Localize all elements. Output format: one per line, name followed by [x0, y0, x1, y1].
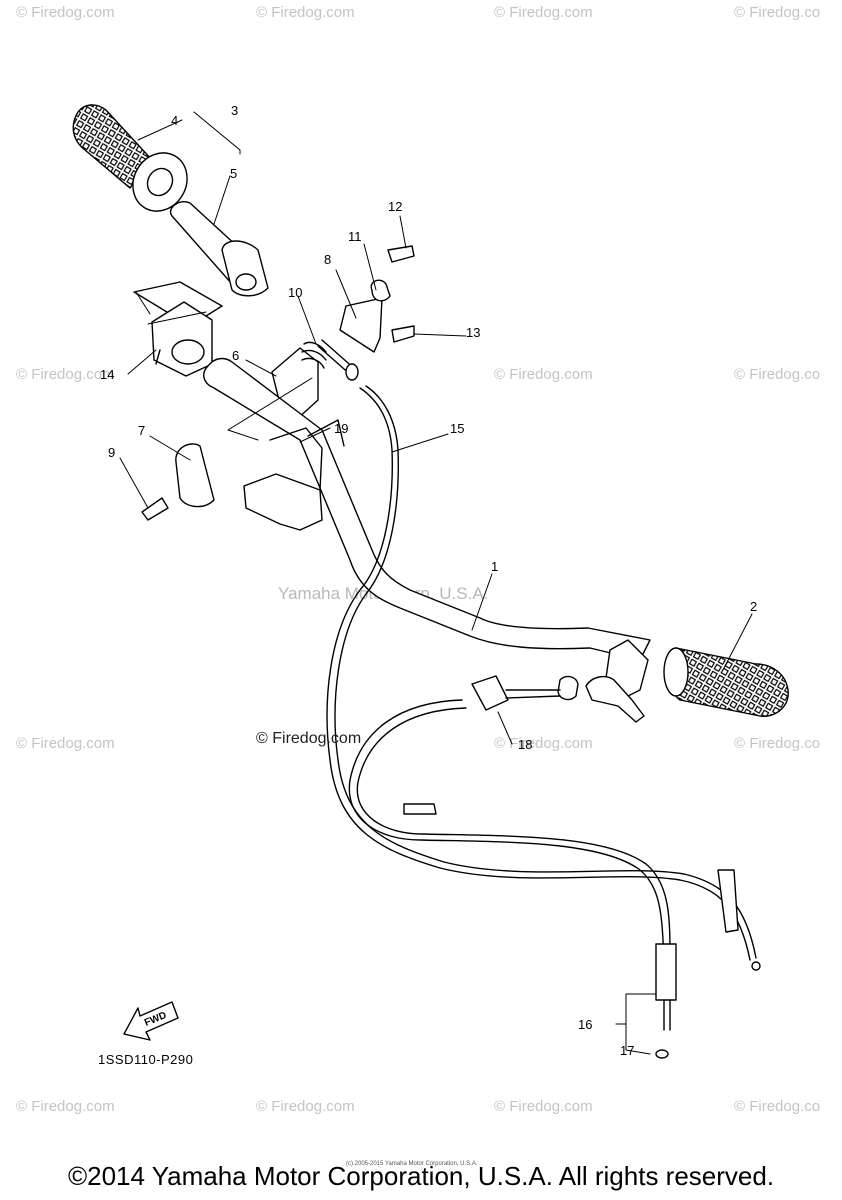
watermark: © Firedog.com — [494, 366, 593, 383]
watermark: © Firedog.co — [734, 366, 821, 383]
callout-13: 13 — [466, 325, 481, 340]
callout-8: 8 — [324, 252, 332, 267]
callout-18: 18 — [518, 737, 533, 752]
clutch-cable-outer — [356, 707, 671, 1031]
callout-3: 3 — [231, 103, 239, 118]
cable-bracket — [339, 245, 415, 353]
callout-4: 4 — [171, 113, 179, 128]
callout-10: 10 — [288, 285, 303, 300]
throttle-tube — [169, 201, 269, 297]
clutch-cable — [348, 699, 665, 1031]
watermark: © Firedog.com — [256, 4, 355, 21]
tiny-copyright: (c) 2005-2015 Yamaha Motor Corporation, … — [346, 1161, 478, 1167]
handlebar-clamp — [141, 443, 215, 521]
callout-2: 2 — [750, 599, 758, 614]
watermark: © Firedog.co — [734, 1098, 821, 1115]
callout-19: 19 — [334, 421, 349, 436]
callout-6: 6 — [232, 348, 240, 363]
lever-holder — [243, 427, 323, 531]
watermark: © Firedog.com — [494, 4, 593, 21]
callout-9: 9 — [108, 445, 116, 460]
inline-watermark: © Firedog.com — [256, 730, 362, 747]
leader-lines — [119, 111, 753, 1055]
cable-guide — [271, 339, 359, 421]
throttle-housing — [133, 281, 223, 377]
callout-7: 7 — [138, 423, 146, 438]
watermark: © Firedog.com — [494, 1098, 593, 1115]
clutch-lever — [557, 675, 645, 723]
part-code: 1SSD110-P290 — [98, 1052, 194, 1067]
callout-5: 5 — [230, 166, 238, 181]
callout-16: 16 — [578, 1017, 593, 1032]
cable-adjuster — [471, 675, 561, 711]
callout-14: 14 — [100, 367, 115, 382]
watermark: © Firedog.co — [734, 735, 821, 752]
callout-11: 11 — [348, 229, 362, 244]
fwd-arrow-icon: FWD — [123, 1001, 179, 1041]
watermark: © Firedog.com — [256, 1098, 355, 1115]
watermark: © Firedog.com — [494, 735, 593, 752]
callout-1: 1 — [491, 559, 499, 574]
throttle-cable — [326, 387, 751, 961]
callout-17: 17 — [620, 1043, 635, 1058]
callout-12: 12 — [388, 199, 403, 214]
copyright-footer: ©2014 Yamaha Motor Corporation, U.S.A. A… — [67, 1161, 775, 1191]
watermark: © Firedog.com — [16, 366, 115, 383]
watermark: © Firedog.com — [16, 1098, 115, 1115]
left-grip — [72, 104, 188, 212]
callout-15: 15 — [450, 421, 465, 436]
throttle-cable-outer — [334, 385, 757, 959]
watermark: © Firedog.co — [734, 4, 821, 21]
watermark: © Firedog.com — [16, 4, 115, 21]
watermark: © Firedog.com — [16, 735, 115, 752]
